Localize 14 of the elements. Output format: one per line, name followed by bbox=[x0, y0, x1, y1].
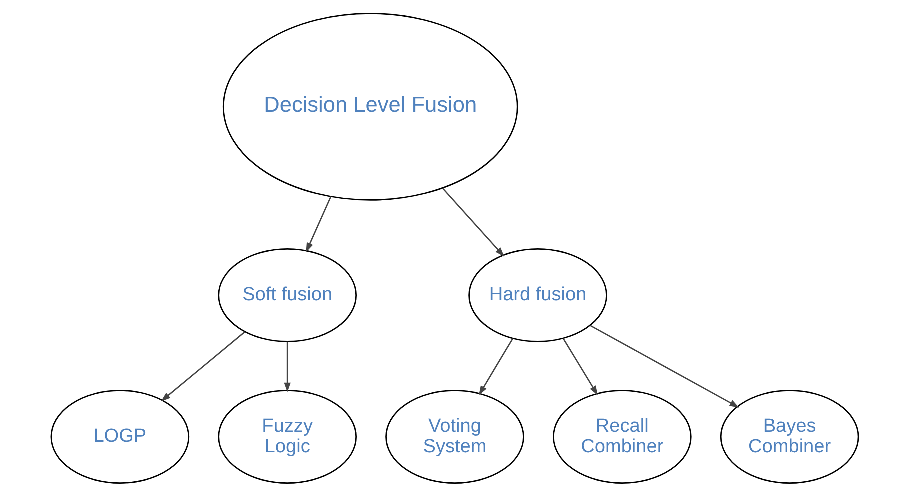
node-ellipse: Recall Combiner bbox=[553, 390, 692, 484]
arrow bbox=[590, 325, 740, 408]
node-ellipse: Decision Level Fusion bbox=[222, 13, 518, 201]
node-ellipse: Soft fusion bbox=[218, 248, 357, 342]
node-ellipse: Bayes Combiner bbox=[720, 390, 860, 484]
node-ellipse: Voting System bbox=[386, 390, 524, 484]
arrow bbox=[284, 342, 291, 392]
arrow bbox=[562, 338, 598, 396]
arrow bbox=[161, 332, 246, 402]
arrow bbox=[306, 196, 332, 252]
arrow bbox=[442, 188, 505, 257]
arrow bbox=[478, 338, 514, 396]
node-ellipse: Fuzzy Logic bbox=[218, 390, 357, 484]
node-ellipse: LOGP bbox=[50, 390, 190, 484]
